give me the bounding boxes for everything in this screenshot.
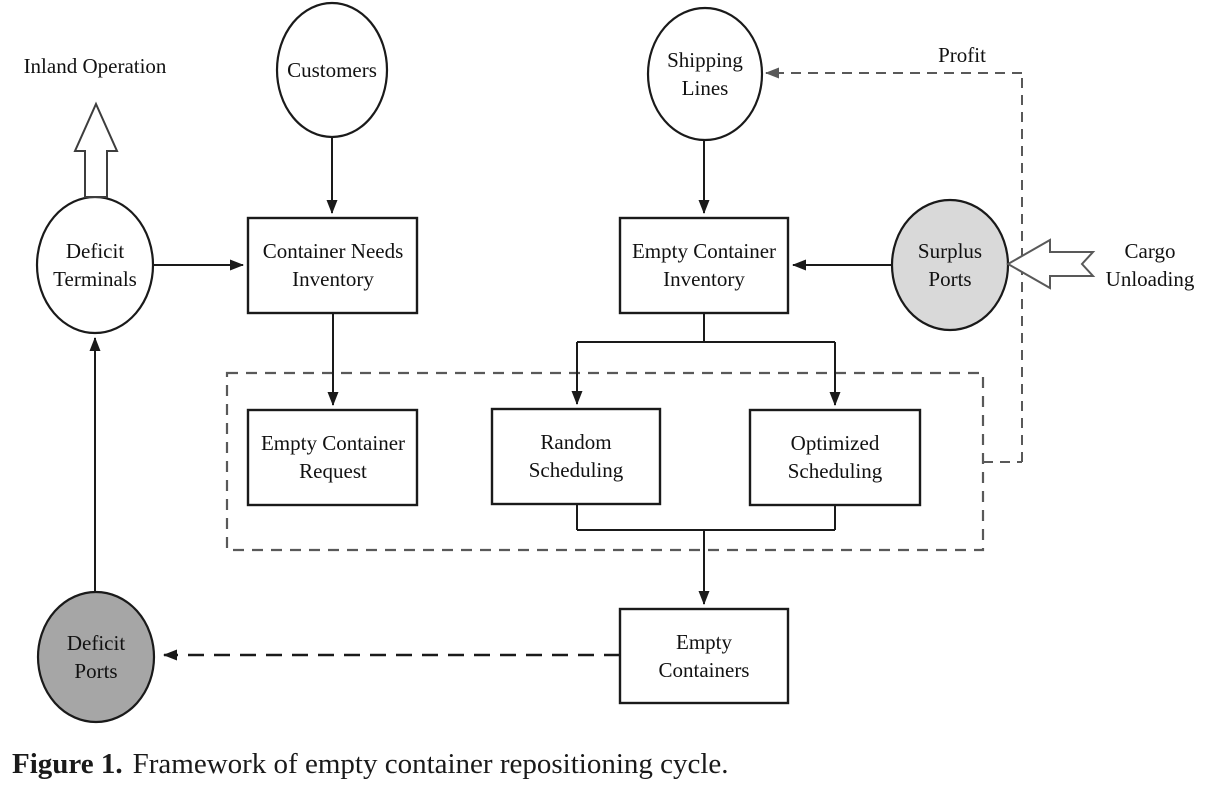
empty-container-inventory-label: Empty Container Inventory: [631, 239, 777, 291]
empty-container-request-label: Empty Container Request: [260, 431, 406, 483]
split-empty-inventory-to-schedulers: [571, 313, 841, 406]
empty-containers-label: Empty Containers: [658, 630, 750, 682]
cargo-unloading-block-arrow-icon: [1005, 238, 1096, 290]
optimized-scheduling-box: [748, 408, 922, 507]
customers-ellipse: [275, 1, 389, 139]
deficit-ports-ellipse: [36, 590, 156, 724]
inland-operation-block-arrow-icon: [73, 101, 119, 198]
container-needs-inventory-label: Container Needs Inventory: [262, 239, 404, 291]
figure-caption: Figure 1. Framework of empty container re…: [12, 746, 729, 782]
shipping-lines-ellipse: [646, 6, 764, 142]
join-schedulers-to-empty-containers: [576, 504, 836, 605]
optimized-scheduling-label: Optimized Scheduling: [787, 431, 883, 483]
shipping-lines-label: Shipping Lines: [667, 48, 743, 100]
empty-container-request-box: [246, 408, 419, 507]
figure-caption-text: Framework of empty container repositioni…: [132, 748, 729, 780]
inland-operation-label: Inland Operation: [23, 54, 167, 78]
customers-label: Customers: [287, 58, 377, 82]
figure-caption-number: Figure 1.: [12, 748, 123, 780]
surplus-ports-label: Surplus Ports: [917, 239, 983, 291]
container-needs-inventory-box: [246, 216, 419, 315]
random-scheduling-label: Random Scheduling: [528, 430, 624, 482]
deficit-terminals-label: Deficit Terminals: [53, 239, 137, 291]
deficit-ports-label: Deficit Ports: [66, 631, 126, 683]
profit-label: Profit: [938, 43, 986, 67]
empty-containers-box: [618, 607, 790, 705]
scheduling-dashed-region: [225, 371, 985, 552]
cargo-unloading-label: Cargo Unloading: [1105, 239, 1195, 291]
empty-container-inventory-box: [618, 216, 790, 315]
random-scheduling-box: [490, 407, 662, 506]
